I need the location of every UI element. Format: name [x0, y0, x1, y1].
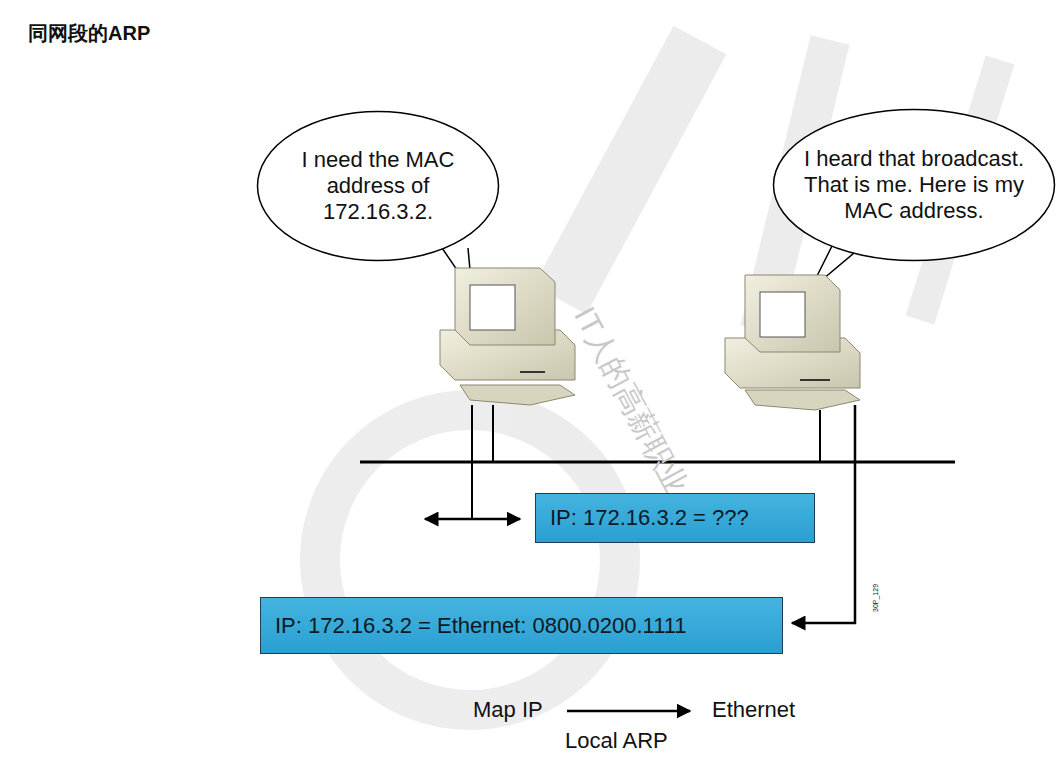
- bubble-text: I heard that broadcast. That is me. Here…: [796, 146, 1032, 224]
- bubble-ellipse: [774, 110, 1055, 261]
- arp-table-box: IP: 172.16.3.2 = ???: [535, 493, 815, 543]
- caption-label: Local ARP: [565, 728, 668, 754]
- computer-icon: [440, 268, 575, 405]
- bubble-text: I need the MAC address of 172.16.3.2.: [289, 147, 467, 225]
- mapping-label: Map IP: [473, 697, 543, 723]
- figure-code: 30P_129: [872, 584, 879, 612]
- map-arrow: [567, 710, 690, 713]
- box-text: IP: 172.16.3.2 = ???: [550, 505, 749, 531]
- speech-bubble: I need the MAC address of 172.16.3.2.: [256, 110, 500, 262]
- broadcast-arrow: [425, 518, 520, 521]
- box-text: IP: 172.16.3.2 = Ethernet: 0800.0200.111…: [275, 613, 687, 639]
- leader-line: [471, 405, 473, 519]
- drop-cable: [819, 410, 821, 462]
- mapping-label: Ethernet: [712, 697, 795, 723]
- computer-icon: [725, 275, 860, 410]
- speech-bubble: I heard that broadcast. That is me. Here…: [772, 108, 1056, 262]
- bubble-ellipse: [258, 112, 499, 261]
- drop-cable: [492, 405, 494, 462]
- title: 同网段的ARP: [28, 20, 150, 47]
- arp-table-box: IP: 172.16.3.2 = Ethernet: 0800.0200.111…: [260, 597, 783, 654]
